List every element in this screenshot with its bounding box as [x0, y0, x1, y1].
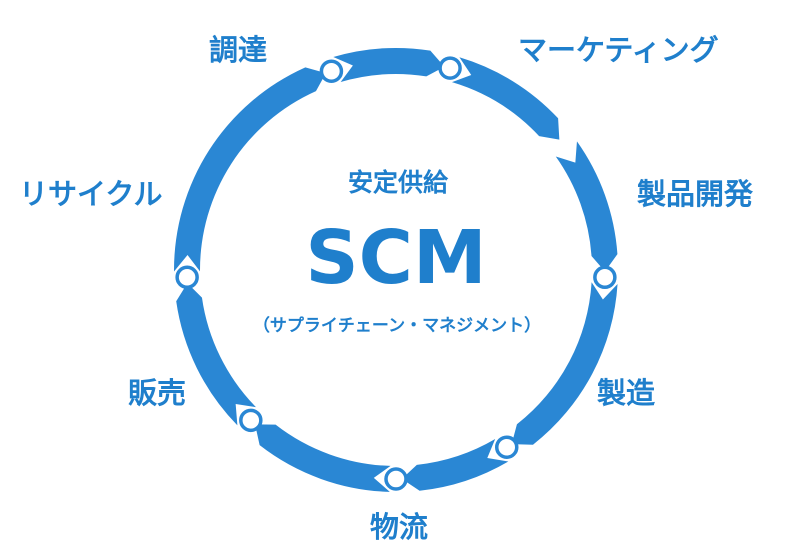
ring-arrow-segment [401, 439, 509, 491]
node-stage-marketing [438, 56, 462, 80]
ring-arrow-segment [174, 67, 326, 272]
cycle-nodes [175, 56, 617, 491]
ring-arrow-segment [555, 141, 618, 272]
center-note: （サプライチェーン・マネジメント） [253, 315, 541, 336]
cycle-ring [174, 47, 618, 492]
center-title: SCM [305, 215, 486, 301]
stage-label-product-development: 製品開発 [637, 177, 754, 211]
stage-label-sales: 販売 [128, 376, 186, 410]
node-stage-manufacturing [495, 435, 519, 459]
ring-arrow-segment [333, 47, 445, 82]
stage-label-procurement: 調達 [209, 33, 267, 67]
stage-label-marketing: マーケティング [518, 33, 719, 67]
ring-arrow-segment [511, 282, 618, 445]
stage-label-logistics: 物流 [370, 510, 428, 544]
ring-arrow-segment [451, 57, 560, 140]
stage-label-manufacturing: 製造 [597, 376, 655, 410]
node-stage-logistics [384, 467, 408, 491]
center-subtitle: 安定供給 [348, 168, 449, 197]
node-stage-sales [239, 408, 263, 433]
ring-arrow-segment [255, 424, 391, 492]
node-stage-product-development [593, 265, 617, 290]
stage-label-recycling: リサイクル [19, 177, 163, 211]
node-stage-procurement [319, 59, 344, 83]
node-stage-recycling [175, 265, 199, 290]
ring-arrow-segment [176, 283, 256, 426]
